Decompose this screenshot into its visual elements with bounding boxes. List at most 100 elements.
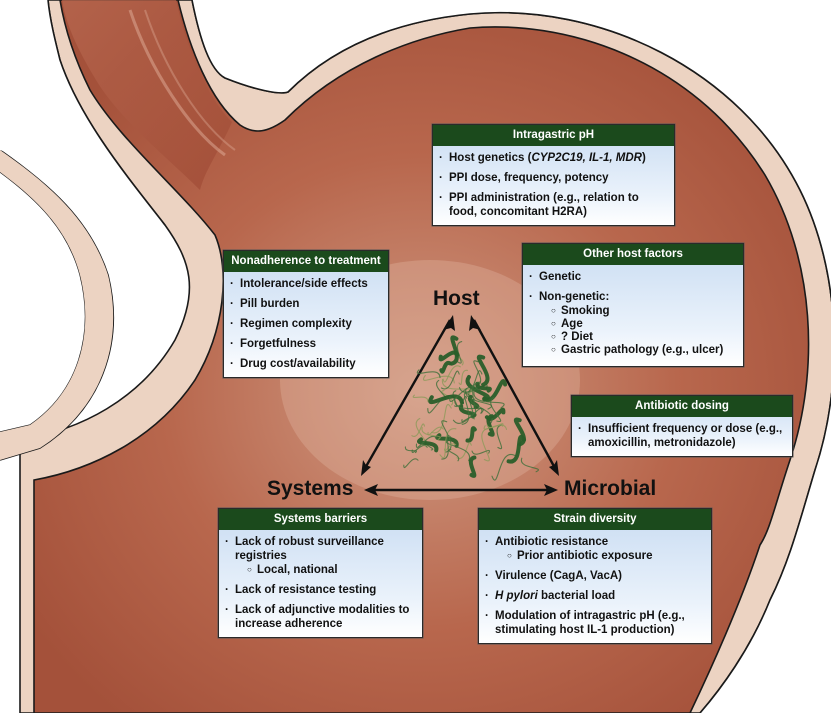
item-text: ? Diet [561,331,593,343]
bacterium-flagellum [411,423,426,437]
bacterium-flagellum [461,392,470,425]
item-text: Age [561,318,583,330]
box-strain-diversity: Strain diversity Antibiotic resistance ○… [478,508,712,644]
bacterium-body [465,426,477,443]
item-text: PPI administration (e.g., relation to fo… [449,192,639,218]
list-item: Pill burden [230,297,382,311]
list-item: Drug cost/availability [230,357,382,371]
bacterium-flagellum [427,426,444,436]
bacterium-flagellum [470,398,493,425]
item-text: Drug cost/availability [240,358,356,370]
list-item: Lack of adjunctive modalities to increas… [225,603,416,631]
vertex-systems: Systems [267,477,354,500]
item-text: Lack of robust surveillance registries [235,536,384,562]
vertex-host: Host [433,287,480,310]
bacterium-body [513,417,526,447]
item-text: PPI dose, frequency, potency [449,172,609,184]
bacterium-flagellum [415,435,438,448]
bacterium-body [475,381,492,393]
bacterium-flagellum [441,420,452,453]
list-item: Genetic [529,270,737,284]
box-title: Intragastric pH [433,125,674,146]
item-text: Forgetfulness [240,338,317,350]
box-systems-barriers: Systems barriers Lack of robust surveill… [218,508,423,638]
arrowheads [361,315,559,496]
item-text: Genetic [539,271,582,283]
bacterium-flagellum [458,369,469,385]
bacterium-flagellum [412,394,429,402]
bacterium-body [449,335,459,366]
list-item: H pylori bacterial load [485,589,705,603]
background-white [0,0,165,225]
item-italic: CYP2C19, IL-1, MDR [531,152,642,164]
item-text: Virulence (CagA, VacA) [495,570,622,582]
bacterium-flagellum [481,428,490,462]
item-text: Modulation of intragastric pH (e.g., sti… [495,610,685,636]
list-item: PPI dose, frequency, potency [439,171,668,185]
bacterium-flagellum [441,435,452,460]
arrowhead [364,484,378,496]
box-title: Nonadherence to treatment [224,251,388,272]
bacterium-flagellum [452,390,458,408]
item-text: Gastric pathology (e.g., ulcer) [561,344,724,356]
lesser-curvature-inner [0,171,86,433]
list-item: Regimen complexity [230,317,382,331]
box-other-host-factors: Other host factors Genetic Non-genetic: … [522,243,744,367]
bacterium-flagellum [496,424,503,450]
list-item: Intolerance/side effects [230,277,382,291]
sub-item: ○Smoking [551,305,610,317]
greater-curvature-outline [191,0,831,713]
item-text: ) [642,152,646,164]
arrowhead [361,460,371,476]
bacterium-body [476,354,490,387]
list-item: Host genetics (CYP2C19, IL-1, MDR) [439,151,668,165]
bacterium-flagellum [441,390,454,406]
arrowhead [443,315,455,331]
item-text: Pill burden [240,298,300,310]
sub-item: ○Age [551,318,583,330]
item-text: Insufficient frequency or dose (e.g., am… [588,423,783,449]
bacterium-flagellum [411,444,428,453]
list-item: Lack of resistance testing [225,583,416,597]
esophagus-outline [47,0,166,226]
item-text: Prior antibiotic exposure [517,550,653,562]
mucosal-fold [128,9,226,157]
box-title: Systems barriers [219,509,422,530]
bacterium-body [468,455,477,478]
bacterium-body [428,394,464,405]
sub-item: ○Prior antibiotic exposure [507,550,653,562]
bacterium-flagellum [430,404,452,434]
list-item: Lack of robust surveillance registries [225,535,416,563]
bacterium-flagellum [521,457,539,473]
list-item: Insufficient frequency or dose (e.g., am… [578,422,786,450]
bacterium-body [417,437,439,453]
list-item: Virulence (CagA, VacA) [485,569,705,583]
item-text: Non-genetic: [539,291,610,303]
bacterium-body [439,360,452,374]
bacterium-flagellum [442,365,461,383]
bacterium-flagellum [486,423,504,429]
item-text: Host genetics ( [449,152,532,164]
bacterium-body [482,379,508,402]
item-text: bacterial load [537,590,616,602]
sub-item: ○Local, national [247,564,338,576]
bacterium-flagellum [470,381,481,415]
bacterium-flagellum [439,428,457,459]
item-text: Antibiotic resistance [495,536,609,548]
bacterium-flagellum [490,396,502,422]
bacterium-flagellum [404,446,418,454]
list-item: Antibiotic resistance [485,535,705,549]
box-intragastric-ph: Intragastric pH Host genetics (CYP2C19, … [432,124,675,226]
triangle-arrows [362,319,558,492]
item-text: Regimen complexity [240,318,352,330]
list-item: PPI administration (e.g., relation to fo… [439,191,668,219]
box-title: Strain diversity [479,509,711,530]
arrow-host-systems [362,319,452,471]
bacterium-flagellum [491,453,516,481]
arrowhead [544,484,558,496]
arrow-host-microbial [472,319,558,471]
item-text: Local, national [257,564,338,576]
arrowhead [549,460,559,476]
bacterium-flagellum [421,426,441,441]
